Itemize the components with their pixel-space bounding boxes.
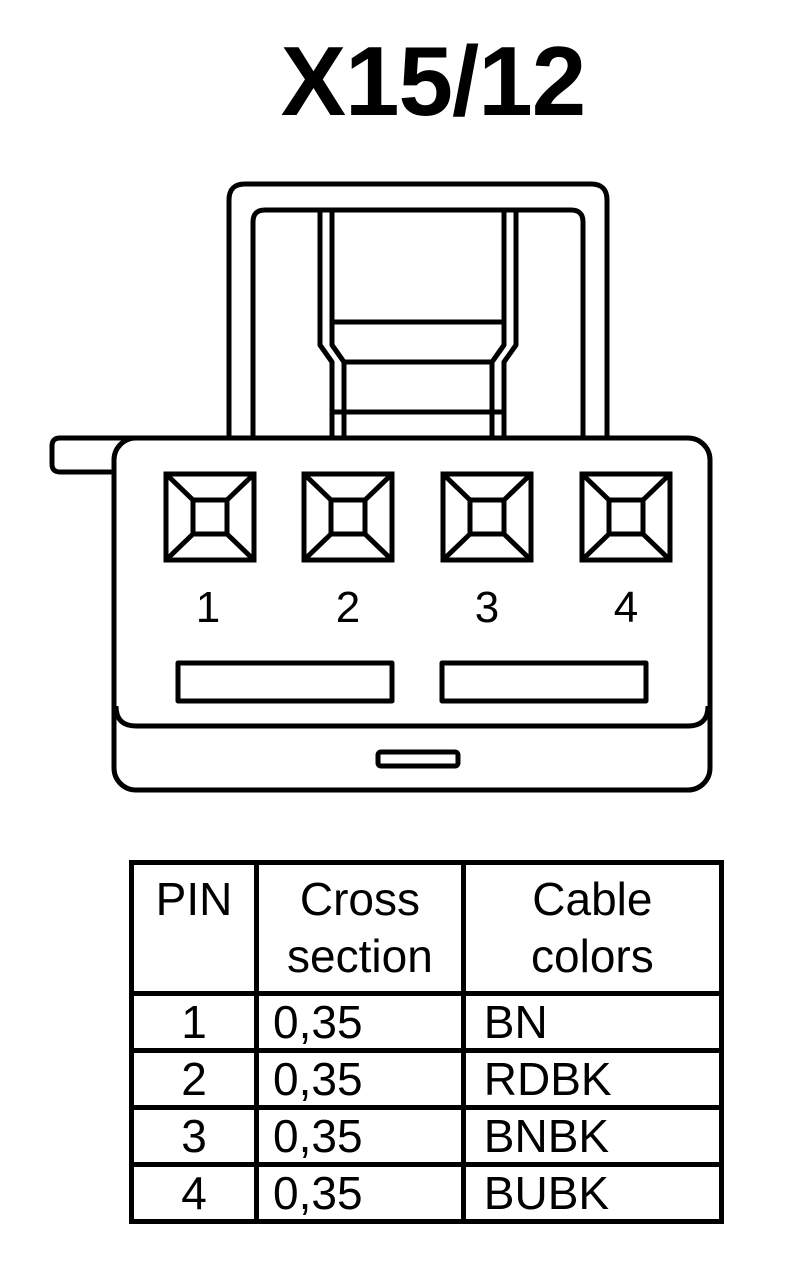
coding-slot-right (439, 660, 649, 704)
header-pin: PIN (128, 860, 260, 996)
pin-number: 3 (128, 1105, 260, 1167)
table-row: 4 0,35 BUBK (128, 1162, 725, 1224)
cable-color-value: BUBK (460, 1162, 725, 1224)
pin-cavity-3 (440, 471, 534, 563)
bottom-slot (375, 749, 461, 769)
latch-inner-frame (250, 207, 586, 438)
table-header-row: PIN Cross section Cable colors (128, 860, 725, 996)
pin-cavities (163, 471, 673, 563)
pin-label-2: 2 (336, 583, 360, 632)
pin-label-3: 3 (475, 583, 499, 632)
coding-slot-left (175, 660, 395, 704)
pin-cavity-4 (579, 471, 673, 563)
connector-title: X15/12 (280, 26, 587, 136)
pin-number: 2 (128, 1048, 260, 1110)
latch-tongue-left (317, 210, 335, 438)
pin-number: 1 (128, 991, 260, 1053)
header-cross-section: Cross section (254, 860, 466, 996)
cross-section-value: 0,35 (254, 1048, 466, 1110)
cable-color-value: BN (460, 991, 725, 1053)
pin-cavity-1 (163, 471, 257, 563)
housing-lower-edge (113, 705, 711, 729)
cross-section-value: 0,35 (254, 991, 466, 1053)
cable-color-value: RDBK (460, 1048, 725, 1110)
pin-number: 4 (128, 1162, 260, 1224)
pin-cavity-2 (301, 471, 395, 563)
latch-outer-frame (226, 181, 610, 438)
latch-tongue-right (501, 210, 519, 438)
connector-diagram: 1 2 3 4 (49, 181, 713, 793)
table-row: 2 0,35 RDBK (128, 1048, 725, 1110)
cross-section-value: 0,35 (254, 1162, 466, 1224)
table-row: 1 0,35 BN (128, 991, 725, 1053)
pin-label-1: 1 (196, 583, 220, 632)
pin-assignment-table: PIN Cross section Cable colors 1 0,35 BN… (128, 860, 725, 1224)
pin-label-4: 4 (614, 583, 638, 632)
side-tab (49, 435, 140, 475)
latch-step (329, 319, 507, 365)
table-row: 3 0,35 BNBK (128, 1105, 725, 1167)
header-cable-colors: Cable colors (460, 860, 725, 996)
cross-section-value: 0,35 (254, 1105, 466, 1167)
cable-color-value: BNBK (460, 1105, 725, 1167)
